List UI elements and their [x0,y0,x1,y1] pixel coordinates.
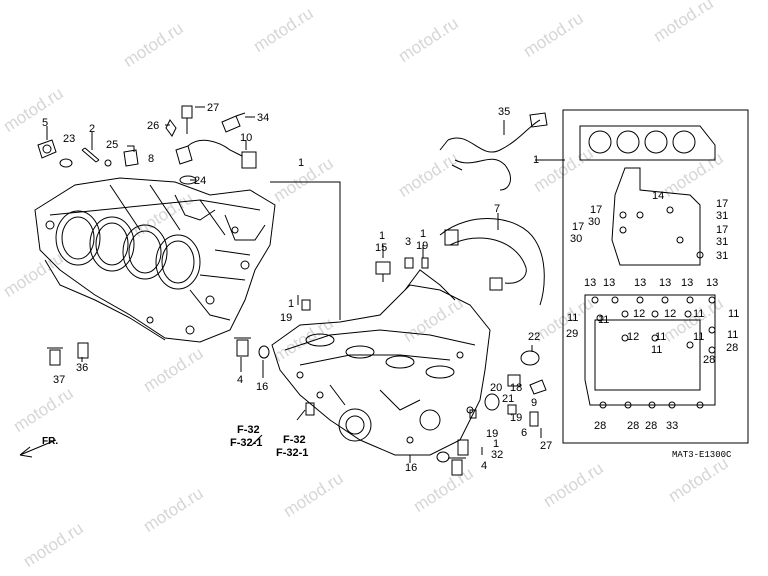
callout-13: 13 [603,277,616,289]
callout-31: 31 [716,210,729,222]
callout-15: 15 [375,242,388,254]
callout-30: 30 [570,233,583,245]
ref-f32-1-center[interactable]: F-32-1 [276,447,309,459]
bolt-pattern-frame [562,109,749,444]
callout-28: 28 [594,420,607,432]
callout-1: 1 [533,154,540,166]
callout-1: 1 [493,438,500,450]
callout-11: 11 [728,308,740,320]
callout-31: 31 [716,236,729,248]
callout-14: 14 [652,190,665,202]
callout-13: 13 [681,277,694,289]
callout-6: 6 [521,427,528,439]
callout-11: 11 [727,329,739,341]
callout-11: 11 [651,344,663,356]
callout-17: 17 [572,221,585,233]
callout-23: 23 [63,133,76,145]
front-label: FR. [42,436,59,447]
callout-1: 1 [420,228,427,240]
ref-f32-center[interactable]: F-32 [283,434,306,446]
callout-3: 3 [405,236,412,248]
callout-10: 10 [240,132,253,144]
callout-35: 35 [498,106,511,118]
callout-36: 36 [76,362,89,374]
callout-27: 27 [207,102,220,114]
diagram-code: MAT3-E1300C [672,450,732,460]
callout-13: 13 [634,277,647,289]
callout-19: 19 [510,412,523,424]
callout-13: 13 [659,277,672,289]
callout-11: 11 [598,314,610,326]
callout-28: 28 [627,420,640,432]
small-parts [37,105,547,476]
callout-7: 7 [494,203,501,215]
callout-22: 22 [528,331,541,343]
callout-28: 28 [703,354,716,366]
callout-4: 4 [237,374,244,386]
callout-20: 20 [490,382,503,394]
callout-17: 17 [716,198,729,210]
callout-28: 28 [726,342,739,354]
callout-33: 33 [666,420,679,432]
callout-16: 16 [405,462,418,474]
callout-12: 12 [627,331,640,343]
upper-crankcase [34,177,276,343]
callout-26: 26 [147,120,160,132]
callout-30: 30 [588,216,601,228]
callout-5: 5 [42,117,49,129]
leader-lines [46,106,542,463]
bolt-pattern [579,125,716,409]
lower-crankcase [271,269,491,456]
callout-21: 21 [502,393,515,405]
callout-28: 28 [645,420,658,432]
callout-13: 13 [706,277,719,289]
callout-9: 9 [531,397,538,409]
callout-13: 13 [584,277,597,289]
ref-f32-left[interactable]: F-32 [237,424,260,436]
callout-17: 17 [716,224,729,236]
callout-37: 37 [53,374,66,386]
callout-29: 29 [566,328,579,340]
ref-f32-1-left[interactable]: F-32-1 [230,437,263,449]
front-arrow [19,439,57,458]
callout-19: 19 [486,428,499,440]
callout-1: 1 [379,230,386,242]
callout-11: 11 [693,308,705,320]
callout-17: 17 [590,204,603,216]
callout-31: 31 [716,250,729,262]
callout-12: 12 [664,308,677,320]
callout-11: 11 [693,331,705,343]
callout-11: 11 [567,312,579,324]
callout-1: 1 [298,157,305,169]
callout-1: 1 [288,298,295,310]
callout-4: 4 [481,460,488,472]
callout-12: 12 [633,308,646,320]
callout-32: 32 [491,449,504,461]
callout-19: 19 [416,240,429,252]
callout-19: 19 [280,312,293,324]
callout-18: 18 [510,382,523,394]
bracket-line [270,181,341,320]
callout-24: 24 [194,175,207,187]
callout-25: 25 [106,139,119,151]
callout-34: 34 [257,112,270,124]
wire-harnesses [439,112,548,306]
callout-2: 2 [89,123,96,135]
callout-8: 8 [148,153,155,165]
callout-11: 11 [655,331,667,343]
callout-16: 16 [256,381,269,393]
callout-27: 27 [540,440,553,452]
